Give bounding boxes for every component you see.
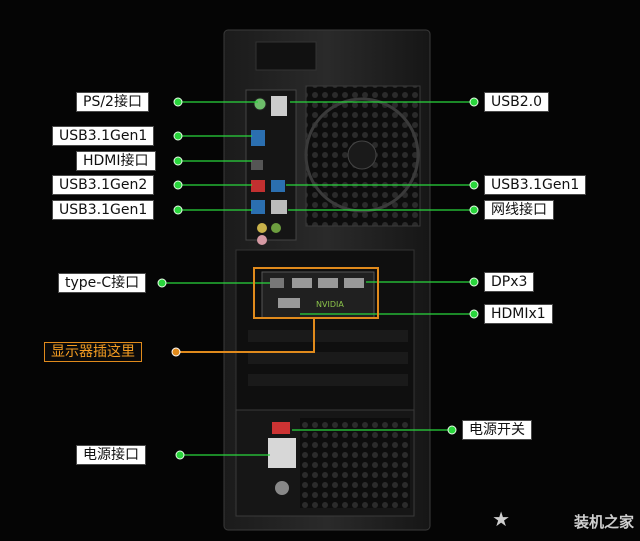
monitor-port-box xyxy=(253,267,379,319)
watermark-star-icon: ★ xyxy=(492,509,510,531)
callout-dots xyxy=(157,97,479,460)
label-power-port: 电源接口 xyxy=(76,445,146,465)
gpu-brand-text: NVIDIA xyxy=(316,300,344,309)
label-usb31gen1-right: USB3.1Gen1 xyxy=(484,175,587,195)
label-ps2: PS/2接口 xyxy=(76,92,149,112)
label-usb31gen1-top: USB3.1Gen1 xyxy=(52,126,155,146)
label-dp: DPx3 xyxy=(484,272,535,292)
label-usb20: USB2.0 xyxy=(484,92,550,112)
label-lan: 网线接口 xyxy=(484,200,554,220)
label-power-switch: 电源开关 xyxy=(462,420,532,440)
label-hdmi: HDMI接口 xyxy=(76,151,156,171)
label-usb31gen1-bottom: USB3.1Gen1 xyxy=(52,200,155,220)
label-usb31gen2: USB3.1Gen2 xyxy=(52,175,155,195)
label-monitor: 显示器插这里 xyxy=(44,342,142,362)
label-typec: type-C接口 xyxy=(58,273,147,293)
callout-lines xyxy=(162,101,474,456)
watermark: 装机之家 xyxy=(573,513,634,531)
label-hdmix1: HDMIx1 xyxy=(484,304,553,324)
